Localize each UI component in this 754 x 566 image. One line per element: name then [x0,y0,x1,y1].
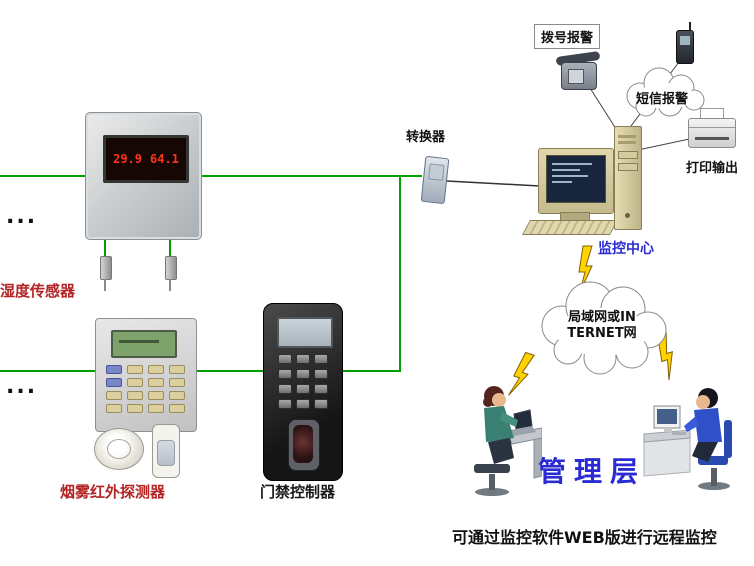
smoke-detector-icon [94,428,144,470]
access-controller-lcd [277,317,333,348]
access-controller-label: 门禁控制器 [260,483,336,501]
tower-vent [618,135,636,138]
keypad-button [296,354,310,364]
access-controller-keypad [278,354,328,409]
lan-cloud-label-line2: TERNET网 [567,326,637,341]
sensor-probe-left [100,256,112,291]
converter-label: 转换器 [406,130,446,145]
keypad-button [296,369,310,379]
screen-text-line [552,181,572,183]
link-converter-pc [446,180,541,187]
keypad-button [314,369,328,379]
keypad-button [296,399,310,409]
keypad-button [278,399,292,409]
keypad-button [106,365,122,374]
continuation-dots-bottom: ... [6,374,38,399]
caption: 可通过监控软件WEB版进行远程监控 [452,528,717,547]
keypad-button [148,365,164,374]
temp-humidity-sensor: 29.9 64.1 [85,112,202,240]
humidity-sensor-label: 湿度传感器 [0,282,76,300]
continuation-dots-top: ... [6,204,38,229]
lan-cloud-label-line1: 局域网或IN [568,310,636,325]
access-controller [263,303,343,481]
link-pc-telephone [589,87,619,133]
management-label: 管理层 [538,455,647,488]
lan-cloud-shape [541,281,667,375]
keypad-button [148,391,164,400]
tower-power-button [625,213,630,218]
fingerprint-reader [288,419,320,471]
keypad-button [169,391,185,400]
keypad-button [148,404,164,413]
dial-alarm-label: 拨号报警 [534,24,601,49]
monitoring-center-label: 监控中心 [598,241,654,257]
keypad-button [278,369,292,379]
keypad-button [127,365,143,374]
keypad-button [127,378,143,387]
keypad-button [127,404,143,413]
keypad-button [314,384,328,394]
screen-text-line [552,169,580,171]
print-output-label: 打印输出 [686,161,739,176]
converter-device [420,155,450,205]
lan-cloud-label: 局域网或IN TERNET网 [550,310,654,342]
pc-monitor [538,148,614,214]
keypad-button [296,384,310,394]
link-pc-printer [637,137,695,151]
alarm-panel-keypad [106,365,185,413]
sensor-temp-value: 29.9 [113,152,142,166]
sensor-humidity-value: 64.1 [150,152,179,166]
sms-alarm-label: 短信报警 [636,92,689,107]
mobile-phone-icon [676,22,694,64]
keypad-button [314,354,328,364]
lightning-group [508,245,673,396]
tower-vent [618,141,636,144]
keypad-button [169,365,185,374]
printer-icon [688,118,736,148]
tower-drive-bay [618,163,638,171]
alarm-control-panel [95,318,197,432]
sensor-led-display: 29.9 64.1 [103,135,189,183]
alarm-panel-lcd [111,330,177,358]
keypad-button [148,378,164,387]
lightning-icon-cloud-left [508,351,535,396]
manager-left-figure [474,386,542,496]
keypad-button [278,384,292,394]
pc-screen [546,155,606,203]
infrared-detector-icon [152,424,180,478]
sms-cloud-shape [626,67,705,117]
keypad-button [127,391,143,400]
keypad-button [169,404,185,413]
sensor-probe-right [165,256,177,291]
keypad-button [314,399,328,409]
pc-tower [614,126,642,230]
keypad-button [106,378,122,387]
keypad-button [106,391,122,400]
tower-drive-bay [618,151,638,159]
pc-keyboard [522,220,618,235]
telephone-keypad [568,69,584,84]
manager-right-figure [643,388,732,490]
keypad-button [278,354,292,364]
lightning-icon-pc-cloud [578,245,593,293]
keypad-button [169,378,185,387]
keypad-button [106,404,122,413]
telephone-icon [555,50,601,90]
lightning-icon-cloud-right [657,332,673,381]
smoke-ir-detector-label: 烟雾红外探测器 [60,483,166,501]
screen-text-line [552,175,588,177]
screen-text-line [552,163,592,165]
